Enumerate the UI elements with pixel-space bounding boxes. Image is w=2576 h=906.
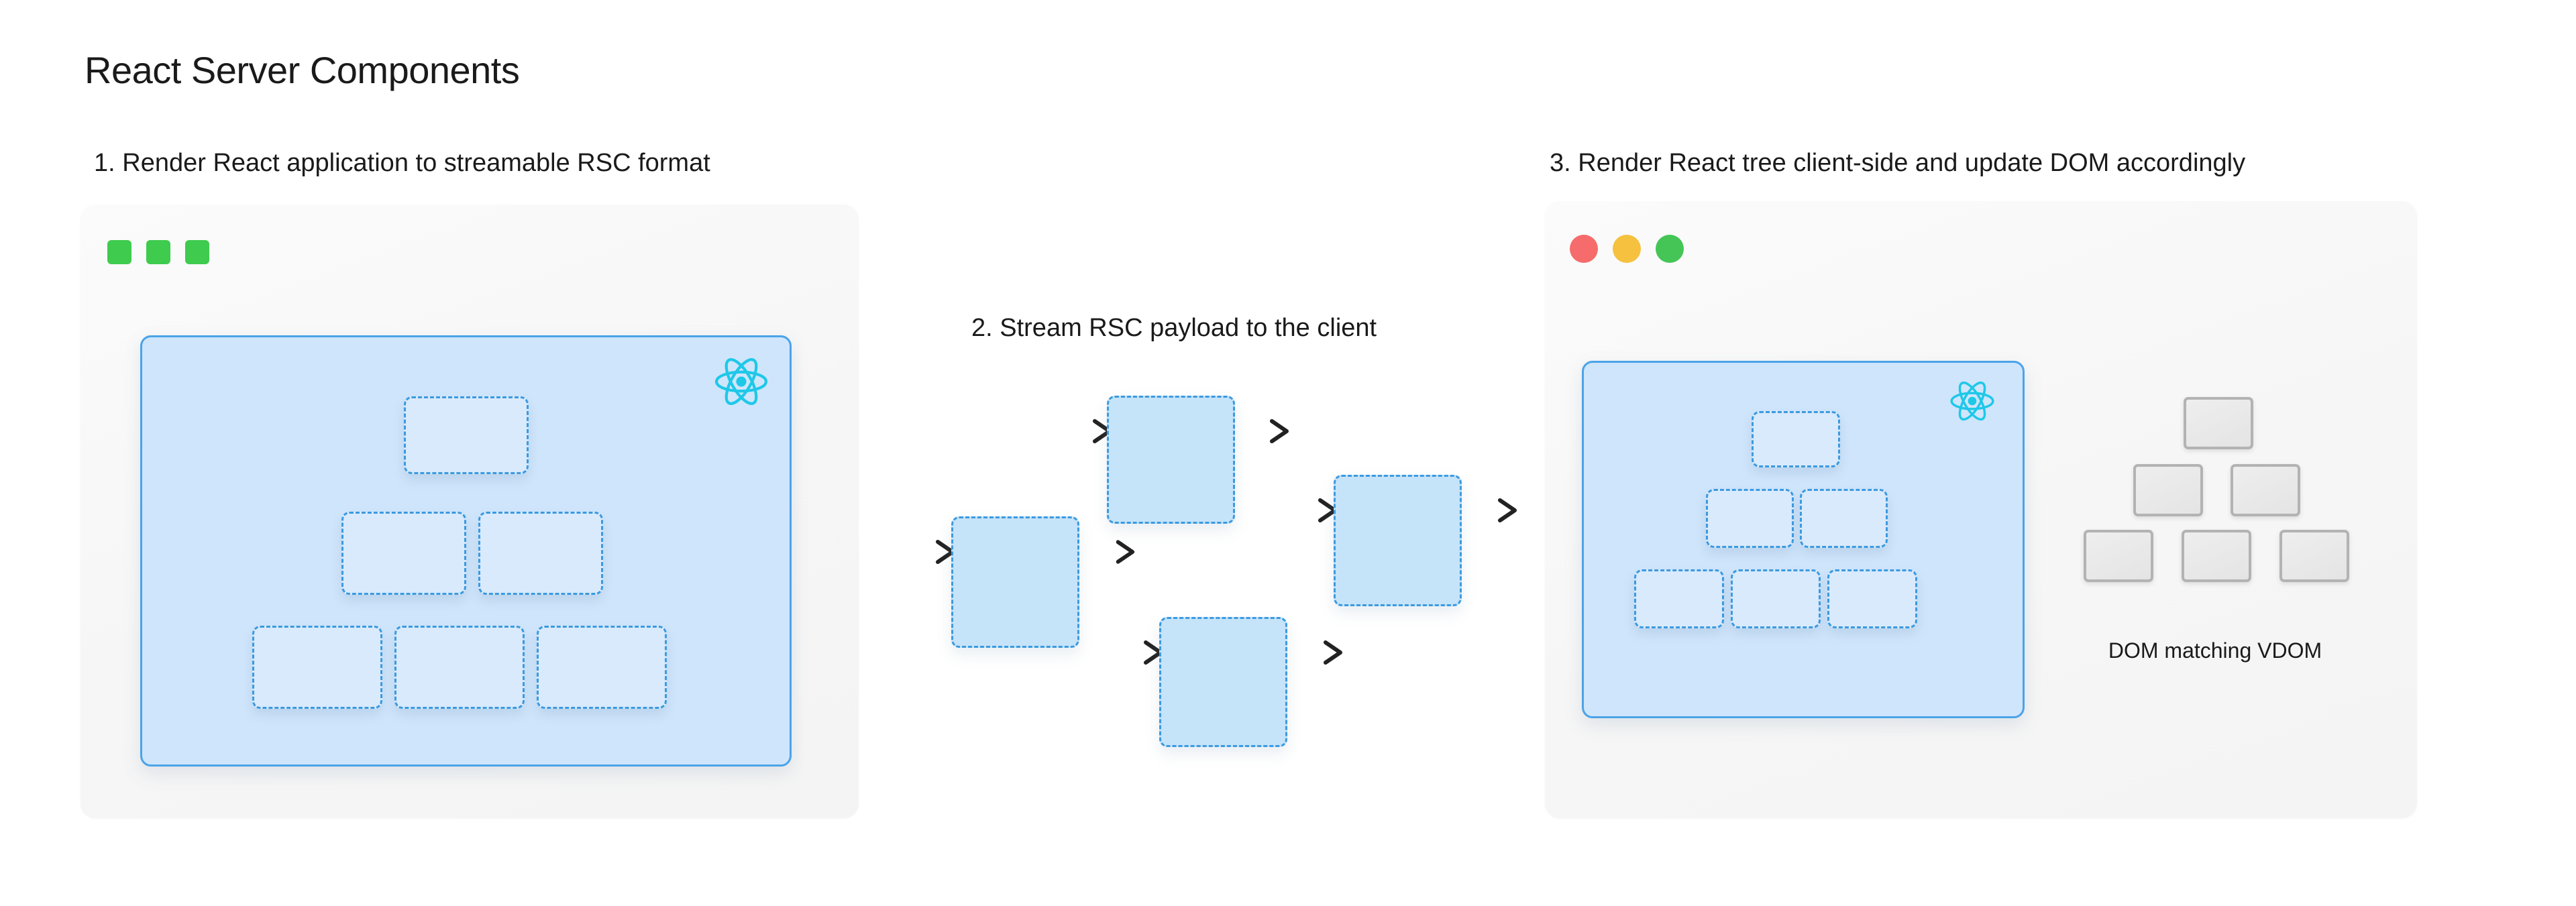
window-dot-2[interactable] bbox=[146, 240, 170, 264]
window-dot-maximize[interactable] bbox=[1656, 235, 1684, 263]
vdom-node bbox=[394, 626, 525, 709]
server-window-dots bbox=[107, 240, 209, 264]
vdom-node bbox=[1827, 569, 1917, 628]
step-2-heading: 2. Stream RSC payload to the client bbox=[971, 314, 1377, 342]
vdom-node bbox=[1752, 411, 1840, 467]
dom-caption: DOM matching VDOM bbox=[2108, 638, 2322, 663]
stream-arrow-icon bbox=[1275, 498, 1337, 522]
client-window-dots bbox=[1570, 235, 1684, 263]
stream-arrow-icon bbox=[1073, 540, 1135, 564]
vdom-node bbox=[252, 626, 382, 709]
window-dot-minimize[interactable] bbox=[1613, 235, 1641, 263]
stream-box-c bbox=[1334, 475, 1462, 606]
dom-node bbox=[2133, 464, 2203, 516]
vdom-node bbox=[478, 512, 603, 595]
window-dot-1[interactable] bbox=[107, 240, 131, 264]
react-logo-icon bbox=[713, 353, 769, 410]
stream-arrow-icon bbox=[1454, 498, 1517, 522]
react-logo-icon bbox=[1949, 378, 2005, 434]
stream-arrow-icon bbox=[1100, 640, 1163, 665]
step-1-heading: 1. Render React application to streamabl… bbox=[94, 149, 710, 177]
vdom-node bbox=[1731, 569, 1821, 628]
vdom-node bbox=[537, 626, 667, 709]
stream-arrow-icon bbox=[1226, 419, 1289, 443]
dom-pyramid bbox=[2059, 389, 2368, 590]
dom-node bbox=[2084, 530, 2153, 582]
vdom-node bbox=[404, 396, 529, 474]
stream-arrow-icon bbox=[1280, 640, 1342, 665]
stream-box-d bbox=[1159, 617, 1287, 747]
dom-node bbox=[2182, 530, 2251, 582]
server-react-tree-panel bbox=[140, 335, 792, 767]
stream-box-a bbox=[951, 516, 1079, 648]
client-react-tree-panel bbox=[1582, 361, 2025, 718]
vdom-node bbox=[1634, 569, 1724, 628]
page-title: React Server Components bbox=[85, 49, 520, 91]
vdom-node bbox=[1800, 489, 1888, 548]
vdom-node bbox=[341, 512, 466, 595]
dom-node bbox=[2184, 397, 2253, 449]
vdom-node bbox=[1706, 489, 1794, 548]
dom-node bbox=[2231, 464, 2300, 516]
window-dot-close[interactable] bbox=[1570, 235, 1598, 263]
dom-node bbox=[2279, 530, 2349, 582]
step-3-heading: 3. Render React tree client-side and upd… bbox=[1550, 149, 2246, 177]
stream-box-b bbox=[1107, 396, 1235, 524]
stream-arrow-icon bbox=[1020, 419, 1112, 443]
stream-arrow-icon bbox=[892, 540, 955, 564]
window-dot-3[interactable] bbox=[185, 240, 209, 264]
